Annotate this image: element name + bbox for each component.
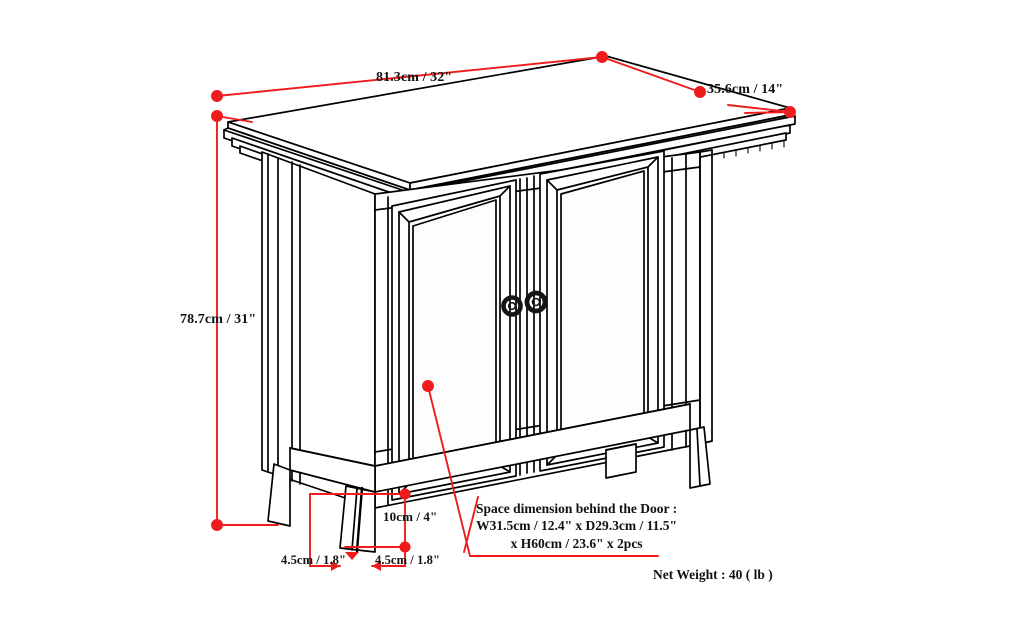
width-dimension-label: 81.3cm / 32" — [376, 70, 453, 85]
leg-width-right-arrow — [371, 546, 406, 571]
cabinet-left-side-panel — [261, 151, 376, 509]
space-behind-door-callout — [422, 380, 659, 557]
cabinet-left-door — [391, 179, 517, 501]
leg-height-dimension-label: 10cm / 4" — [383, 509, 438, 524]
depth-dimension-line — [601, 56, 796, 118]
leg-width-right-dimension-label: 4.5cm / 1.8" — [375, 553, 441, 567]
cabinet-right-door — [539, 150, 665, 472]
leg-bottom-markers — [345, 552, 359, 560]
width-dimension-line — [211, 51, 608, 102]
leg-width-left-dimension-label: 4.5cm / 1.8" — [281, 553, 347, 567]
height-dimension-label: 78.7cm / 31" — [180, 312, 257, 327]
height-dimension-line — [211, 110, 279, 531]
cabinet-door-knobs — [501, 290, 548, 317]
leg-width-left-arrow — [309, 493, 341, 571]
space-behind-door-note: Space dimension behind the Door : W31.5c… — [476, 500, 677, 552]
cabinet-legs — [267, 426, 711, 553]
leg-height-dimension-line — [309, 488, 411, 553]
depth-dimension-label: 35.6cm / 14" — [707, 82, 784, 97]
note-line-3: x H60cm / 23.6" x 2pcs — [510, 535, 643, 551]
cabinet-top-surface — [227, 55, 791, 191]
net-weight-label: Net Weight : 40 ( lb ) — [653, 567, 773, 582]
note-line-1: Space dimension behind the Door : — [476, 501, 678, 516]
note-line-2: W31.5cm / 12.4" x D29.3cm / 11.5" — [476, 518, 678, 534]
note-leader-line — [463, 496, 479, 553]
depth-leader-line — [744, 111, 791, 114]
cabinet-center-stile — [519, 175, 535, 476]
